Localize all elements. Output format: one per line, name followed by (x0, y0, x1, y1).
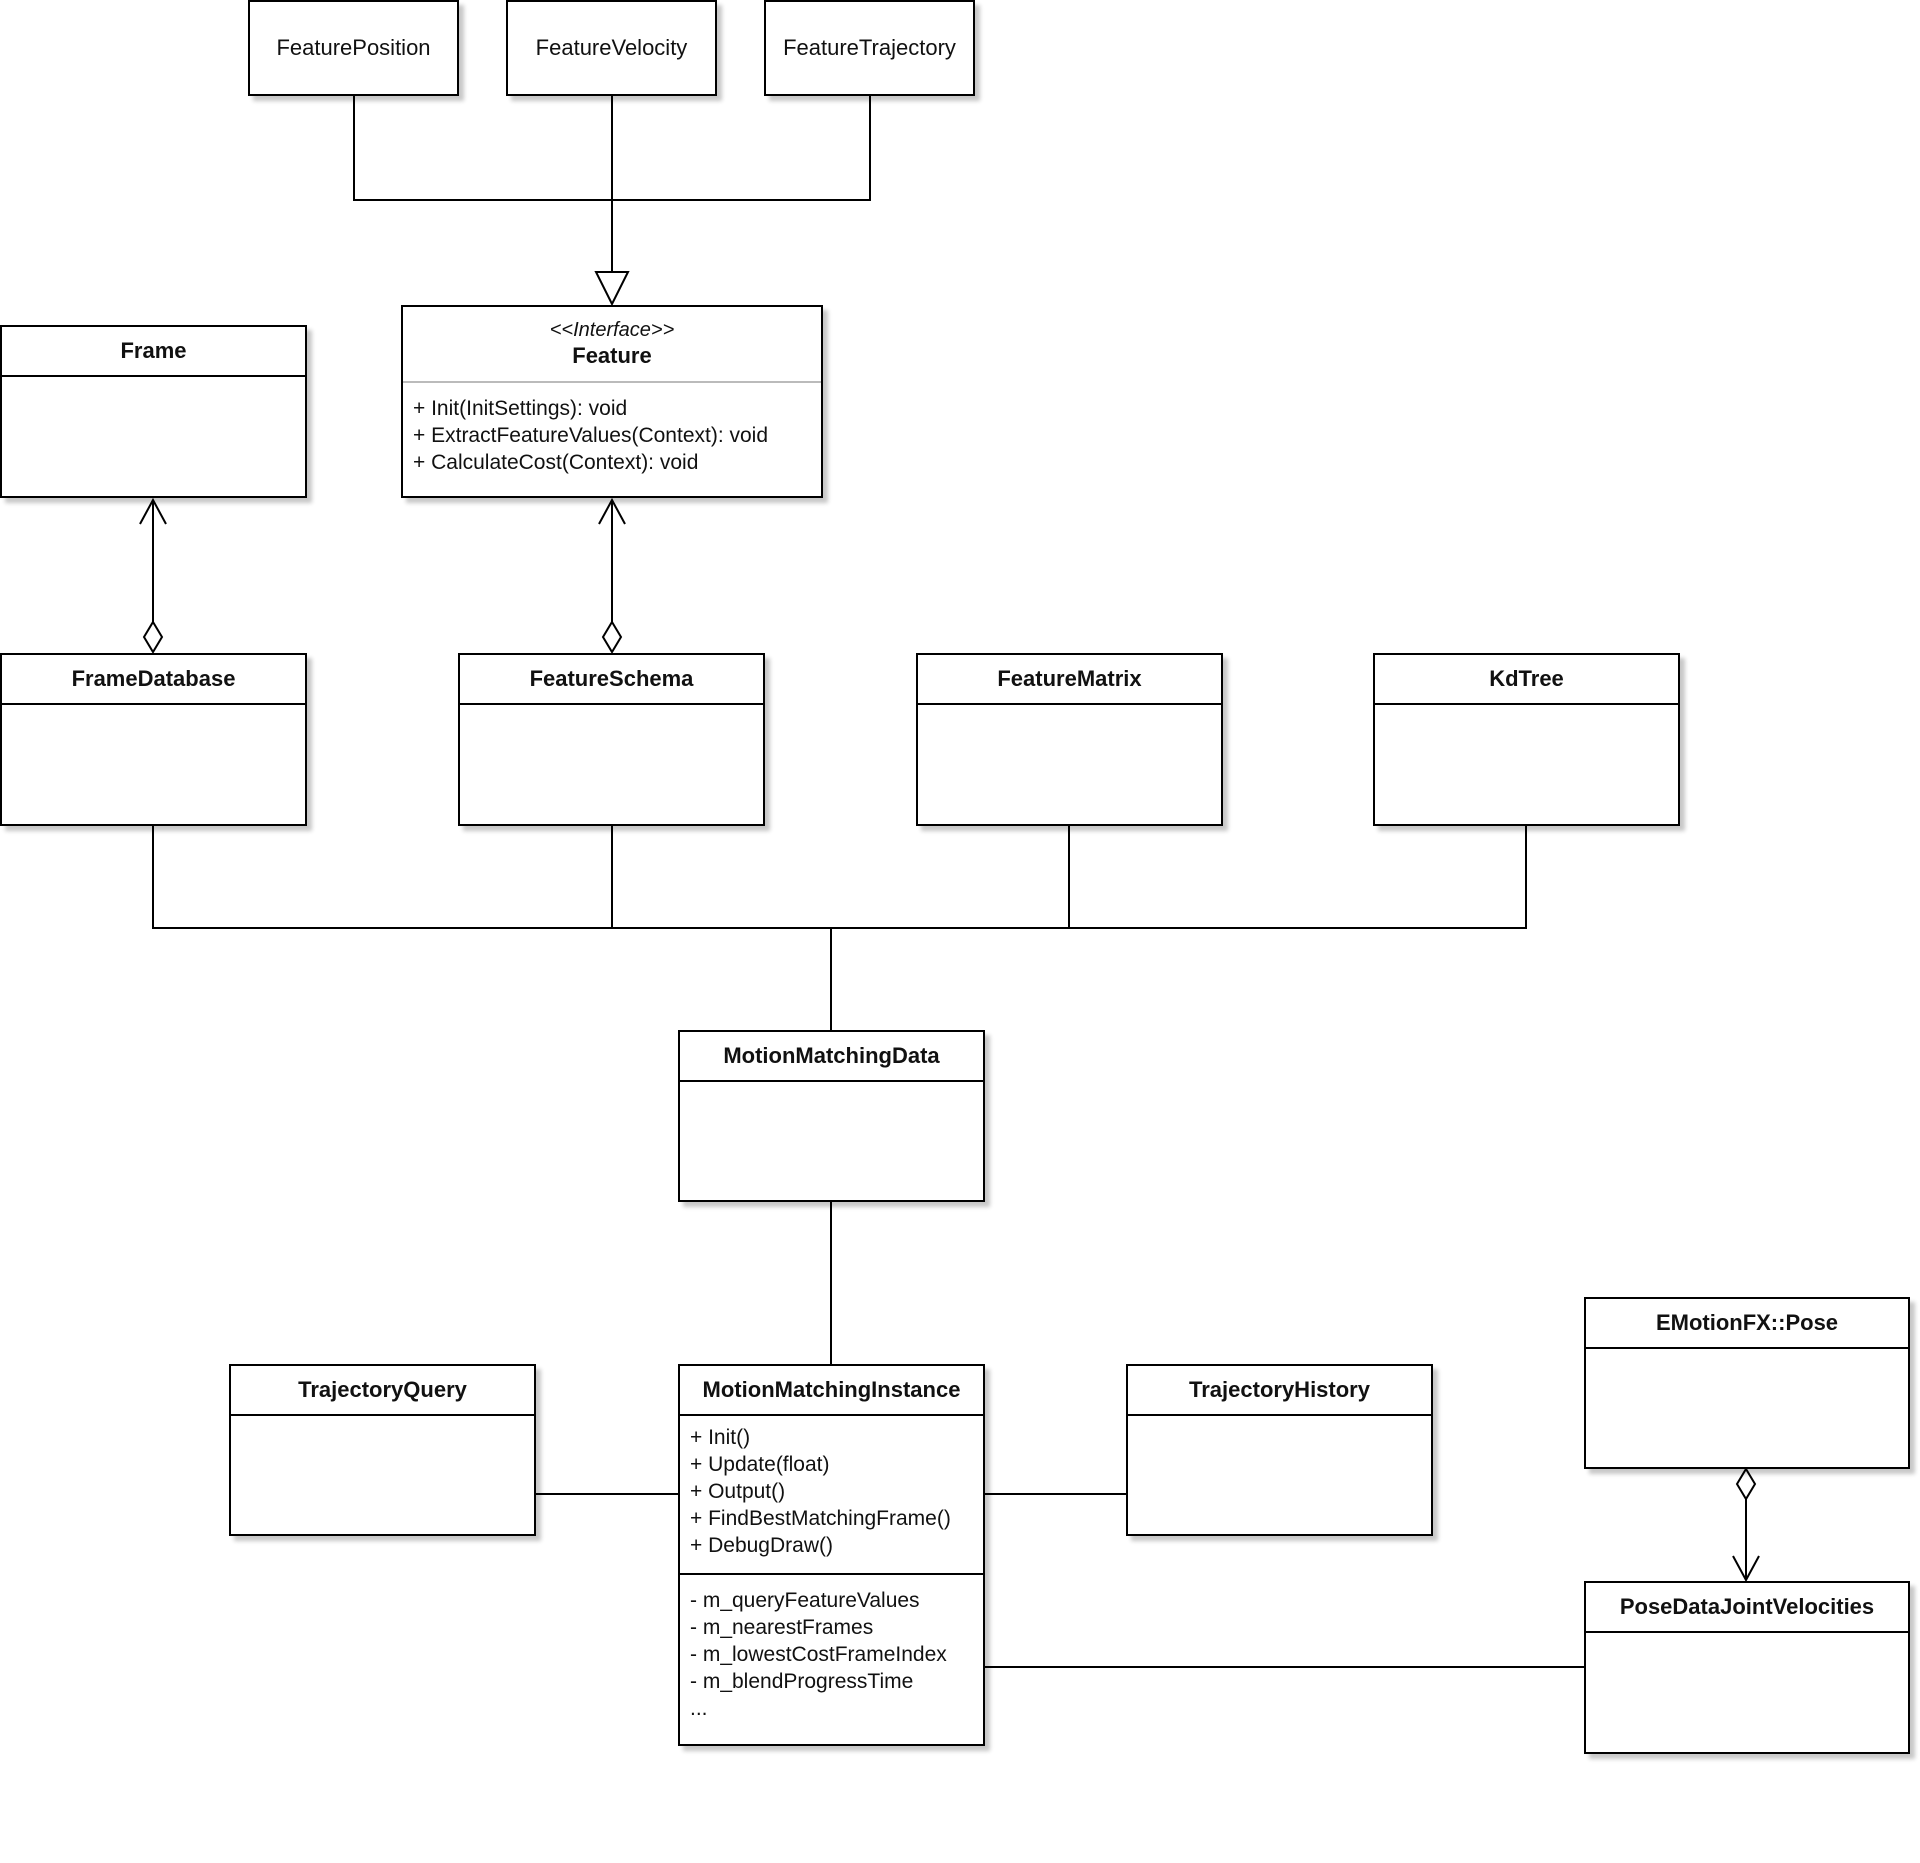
method-item: + FindBestMatchingFrame() (690, 1507, 951, 1530)
feature-arrowhead (598, 497, 626, 525)
feature-schema-class: FeatureSchema (458, 653, 765, 826)
frame-database-class: FrameDatabase (0, 653, 307, 826)
class-header: <<Interface>> Feature (403, 307, 821, 383)
data-bus-connector (152, 826, 1527, 929)
method-item: + Init(InitSettings): void (413, 397, 628, 420)
class-name: FeaturePosition (276, 35, 431, 60)
method-item: + CalculateCost(Context): void (413, 451, 699, 474)
trajectory-query-class: TrajectoryQuery (229, 1364, 536, 1536)
emotionfx-pose-diamond (1735, 1467, 1757, 1501)
method-list: + Init() + Update(float) + Output() + Fi… (680, 1416, 983, 1559)
class-name: FrameDatabase (2, 655, 305, 705)
emotionfx-pose-class: EMotionFX::Pose (1584, 1297, 1910, 1469)
feature-interface: <<Interface>> Feature + Init(InitSetting… (401, 305, 823, 498)
method-item: + ExtractFeatureValues(Context): void (413, 424, 769, 447)
class-name: FeatureVelocity (535, 35, 688, 60)
attribute-list: - m_queryFeatureValues - m_nearestFrames… (680, 1575, 983, 1722)
generalization-arrowhead (594, 271, 630, 307)
class-name: FeatureTrajectory (783, 35, 956, 60)
frame-class: Frame (0, 325, 307, 498)
attribute-item: - m_queryFeatureValues (690, 1589, 920, 1612)
class-name: MotionMatchingInstance (680, 1366, 983, 1416)
method-item: + Update(float) (690, 1453, 830, 1476)
stereotype-label: <<Interface>> (549, 319, 675, 341)
feature-velocity-class: FeatureVelocity (506, 0, 717, 96)
compartment-divider (680, 1573, 983, 1575)
attribute-item: - m_lowestCostFrameIndex (690, 1643, 947, 1666)
class-name: FeatureSchema (460, 655, 763, 705)
class-name: Frame (2, 327, 305, 377)
feature-position-class: FeaturePosition (248, 0, 459, 96)
frame-arrowhead (139, 497, 167, 525)
method-item: + Init() (690, 1426, 751, 1449)
kd-tree-class: KdTree (1373, 653, 1680, 826)
class-name: FeatureMatrix (918, 655, 1221, 705)
class-name: TrajectoryHistory (1128, 1366, 1431, 1416)
method-item: + Output() (690, 1480, 786, 1503)
class-name: PoseDataJointVelocities (1586, 1583, 1908, 1633)
frame-database-diamond (142, 620, 164, 654)
trajectory-history-class: TrajectoryHistory (1126, 1364, 1433, 1536)
pose-data-joint-velocities-class: PoseDataJointVelocities (1584, 1581, 1910, 1754)
motion-matching-instance-class: MotionMatchingInstance + Init() + Update… (678, 1364, 985, 1746)
class-name: TrajectoryQuery (231, 1366, 534, 1416)
feature-matrix-class: FeatureMatrix (916, 653, 1223, 826)
feature-trajectory-class: FeatureTrajectory (764, 0, 975, 96)
attribute-item: - m_nearestFrames (690, 1616, 874, 1639)
motion-matching-data-class: MotionMatchingData (678, 1030, 985, 1202)
method-item: + DebugDraw() (690, 1534, 833, 1557)
class-name: MotionMatchingData (680, 1032, 983, 1082)
method-list: + Init(InitSettings): void + ExtractFeat… (403, 383, 821, 476)
feature-schema-diamond (601, 620, 623, 654)
attribute-item: ... (690, 1697, 708, 1720)
pose-velocities-arrowhead (1732, 1555, 1760, 1583)
class-name: EMotionFX::Pose (1586, 1299, 1908, 1349)
class-name: KdTree (1375, 655, 1678, 705)
class-name: Feature (572, 343, 652, 368)
attribute-item: - m_blendProgressTime (690, 1670, 914, 1693)
